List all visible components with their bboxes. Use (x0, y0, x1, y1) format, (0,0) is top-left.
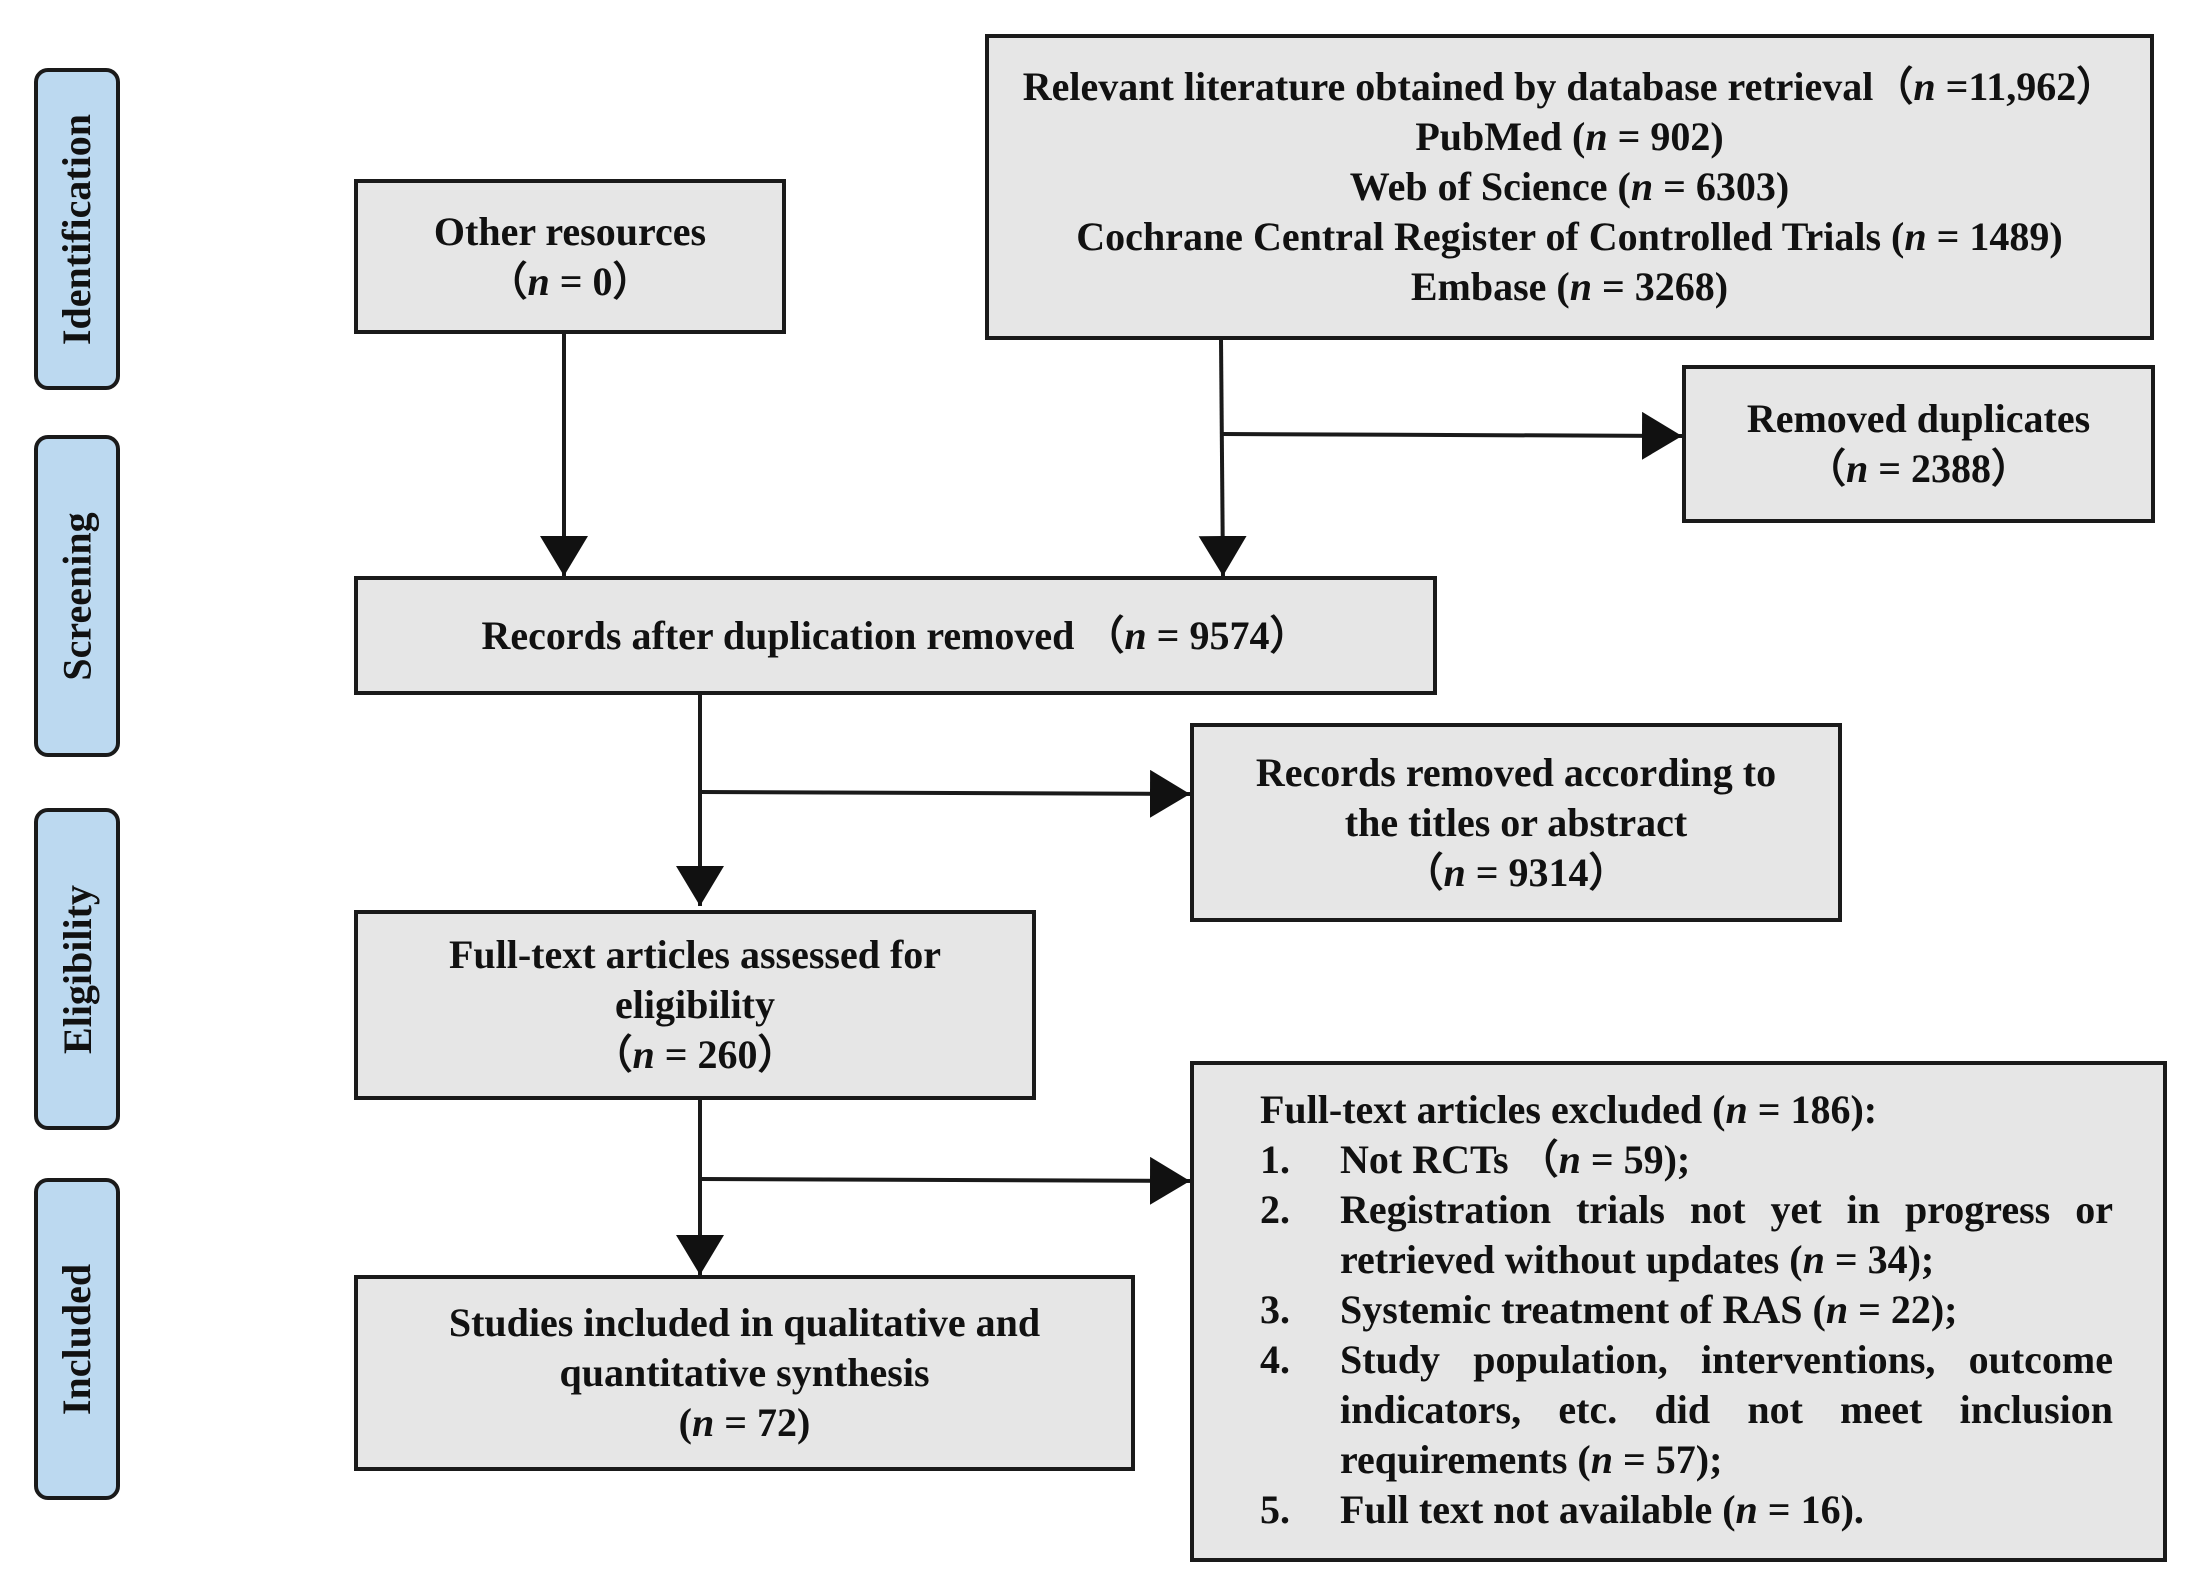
stage-label: Included (54, 1263, 100, 1415)
stage-included: Included (34, 1178, 120, 1500)
stage-eligibility: Eligibility (34, 808, 120, 1130)
full-text-assessed-count: （n = 260） (592, 1032, 798, 1077)
excluded-item: 2. Registration trials not yet in progre… (1260, 1187, 2113, 1282)
studies-included-box: Studies included in qualitative and quan… (354, 1275, 1135, 1471)
excluded-item: 3. Systemic treatment of RAS (n = 22); (1260, 1287, 1958, 1332)
full-text-assessed-line1: Full-text articles assessed for (448, 932, 942, 977)
stage-label: Identification (54, 113, 100, 345)
arrow-to-removed-duplicates (1222, 411, 1683, 460)
excluded-item: 4. Study population, interventions, outc… (1260, 1337, 2113, 1482)
studies-included-line2: quantitative synthesis (559, 1350, 930, 1395)
records-removed-titles-box: Records removed according to the titles … (1190, 723, 1842, 922)
excluded-heading: Full-text articles excluded (n = 186): (1260, 1087, 1878, 1132)
cochrane-line: Cochrane Central Register of Controlled … (1076, 214, 2063, 259)
arrow-database-to-records (1198, 338, 1247, 577)
stage-label: Screening (54, 511, 100, 681)
database-total-line: Relevant literature obtained by database… (1022, 64, 2117, 109)
arrow-to-removed-titles (699, 769, 1191, 818)
other-resources-title: Other resources (433, 208, 707, 254)
arrow-to-excluded (699, 1156, 1191, 1205)
full-text-excluded-box: Full-text articles excluded (n = 186): 1… (1190, 1061, 2167, 1562)
removed-titles-line2: the titles or abstract (1344, 799, 1688, 845)
other-resources-count: （n = 0） (487, 258, 653, 304)
embase-line: Embase (n = 3268) (1410, 264, 1729, 309)
other-resources-box: Other resources （n = 0） (354, 179, 786, 334)
stage-screening: Screening (34, 435, 120, 757)
removed-titles-line1: Records removed according to (1255, 749, 1777, 795)
removed-duplicates-box: Removed duplicates （n = 2388） (1682, 365, 2155, 523)
studies-included-count: (n = 72) (678, 1400, 811, 1445)
full-text-assessed-box: Full-text articles assessed for eligibil… (354, 910, 1036, 1100)
removed-duplicates-title: Removed duplicates (1746, 396, 2091, 441)
removed-titles-count: （n = 9314） (1403, 849, 1629, 895)
web-of-science-line: Web of Science (n = 6303) (1349, 164, 1790, 209)
excluded-item: 5. Full text not available (n = 16). (1260, 1487, 1864, 1532)
removed-duplicates-count: （n = 2388） (1805, 446, 2032, 491)
database-retrieval-box: Relevant literature obtained by database… (985, 34, 2154, 340)
records-after-duplicates-box: Records after duplication removed （n = 9… (354, 576, 1437, 695)
stage-label: Eligibility (54, 884, 100, 1054)
full-text-assessed-line2: eligibility (615, 982, 775, 1027)
records-after-duplicates-text: Records after duplication removed （n = 9… (481, 612, 1310, 658)
stage-identification: Identification (34, 68, 120, 390)
excluded-item: 1. Not RCTs （n = 59); (1260, 1137, 1691, 1182)
studies-included-line1: Studies included in qualitative and (448, 1300, 1041, 1345)
pubmed-line: PubMed (n = 902) (1415, 114, 1724, 159)
